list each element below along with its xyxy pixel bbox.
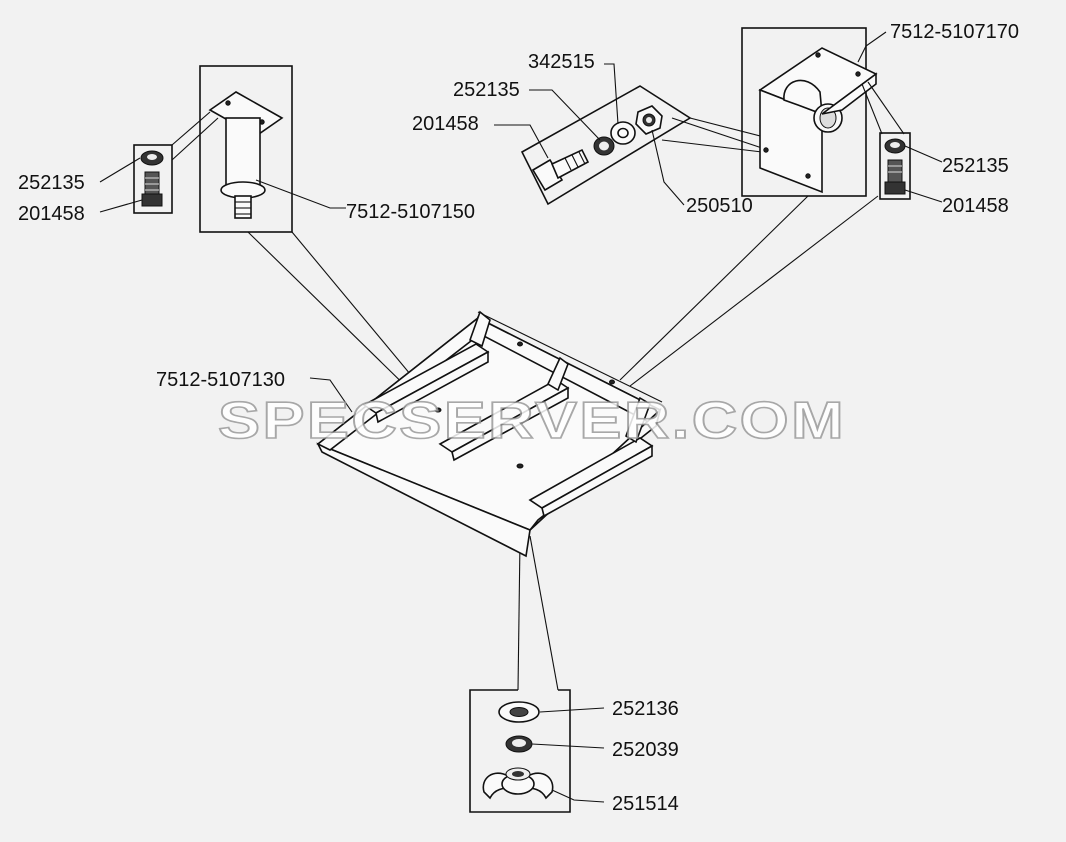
label-right-washer: 252135	[942, 155, 1009, 177]
top-washer-b-part	[593, 136, 615, 156]
label-top-left-washer: 252135	[18, 172, 85, 194]
label-left-bracket: 7512-5107150	[346, 201, 475, 223]
wing-nut-detail	[469, 689, 605, 813]
bottom-washer-large-part	[498, 701, 540, 723]
right-washer-part	[884, 138, 906, 154]
left-bolt-part	[141, 171, 163, 207]
tray-part	[309, 310, 663, 558]
label-top-bolt: 201458	[412, 113, 479, 135]
right-bolt-part	[884, 159, 906, 195]
right-bracket-detail	[741, 27, 943, 203]
label-bottom-washer-small: 252039	[612, 739, 679, 761]
bottom-wing-nut-part	[482, 767, 554, 800]
top-nut-part	[635, 105, 663, 135]
label-top-washer-b: 252135	[453, 79, 520, 101]
left-bracket-part	[208, 91, 284, 219]
watermark-text: SPECSERVER.COM	[218, 392, 846, 450]
label-top-nut: 250510	[686, 195, 753, 217]
label-top-washer-a: 342515	[528, 51, 595, 73]
label-bottom-washer-large: 252136	[612, 698, 679, 720]
bolt-set-detail	[494, 63, 769, 206]
label-tray: 7512-5107130	[156, 369, 285, 391]
top-bolt-part	[531, 148, 590, 192]
label-right-bolt: 201458	[942, 195, 1009, 217]
left-bracket-detail	[99, 65, 346, 233]
bottom-washer-small-part	[505, 735, 533, 753]
left-washer-part	[140, 150, 164, 166]
label-right-bracket: 7512-5107170	[890, 21, 1019, 43]
top-washer-a-part	[610, 121, 636, 145]
right-bracket-part	[758, 47, 878, 194]
connector-lines	[247, 195, 879, 691]
label-bottom-wing-nut: 251514	[612, 793, 679, 815]
label-top-left-bolt: 201458	[18, 203, 85, 225]
